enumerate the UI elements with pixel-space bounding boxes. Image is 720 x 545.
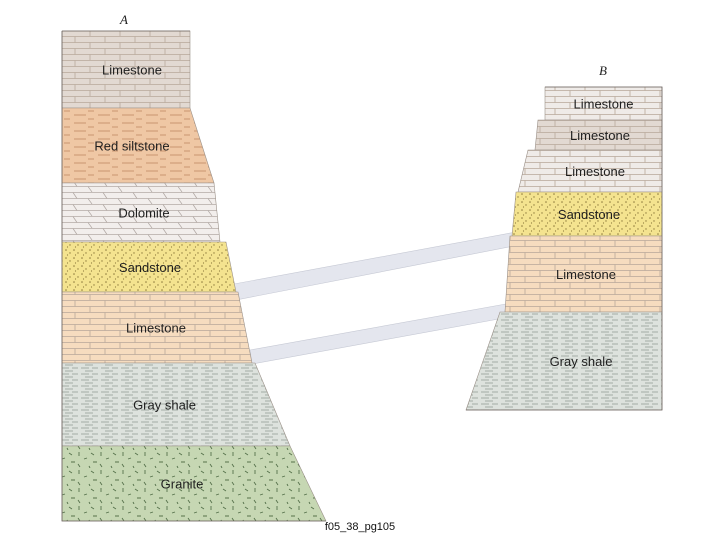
column-a-label: A <box>120 12 128 27</box>
layer-label: Limestone <box>565 164 625 179</box>
correlation-band-lower <box>249 303 507 365</box>
column-b-outline <box>466 86 663 411</box>
layer-label: Granite <box>161 477 204 492</box>
column-b-layer: Limestone <box>517 149 663 193</box>
layer-label: Sandstone <box>119 260 181 275</box>
column-b: LimestoneLimestoneLimestoneSandstoneLime… <box>465 86 663 411</box>
layer-label: Dolomite <box>118 206 169 221</box>
column-a-layer: Dolomite <box>61 182 221 243</box>
column-a-layer: Gray shale <box>61 362 291 447</box>
layer-label: Limestone <box>102 63 162 78</box>
column-a-outline <box>61 30 326 522</box>
column-a-layer: Limestone <box>61 30 191 109</box>
layer-label: Gray shale <box>133 398 196 413</box>
layer-label: Gray shale <box>550 354 613 369</box>
layer-label: Limestone <box>574 97 634 112</box>
figure-caption: f05_38_pg105 <box>324 521 396 533</box>
column-a-layer: Sandstone <box>61 241 237 293</box>
column-a-layer: Limestone <box>61 291 253 364</box>
column-b-label: B <box>599 63 607 78</box>
correlation-bands <box>233 231 517 365</box>
column-a-layer: Red siltstone <box>61 107 215 184</box>
layer-label: Red siltstone <box>94 139 169 154</box>
layer-label: Limestone <box>126 321 186 336</box>
column-a-layer: Granite <box>61 445 327 522</box>
correlation-band-upper <box>233 231 517 301</box>
column-b-layer: Limestone <box>534 119 663 151</box>
layer-label: Limestone <box>570 128 630 143</box>
column-b-layer: Gray shale <box>465 311 663 411</box>
layer-label: Sandstone <box>558 207 620 222</box>
column-b-layer: Limestone <box>504 235 663 313</box>
column-b-layer: Sandstone <box>511 191 663 237</box>
layer-label: Limestone <box>556 267 616 282</box>
column-b-layer: Limestone <box>544 86 663 121</box>
